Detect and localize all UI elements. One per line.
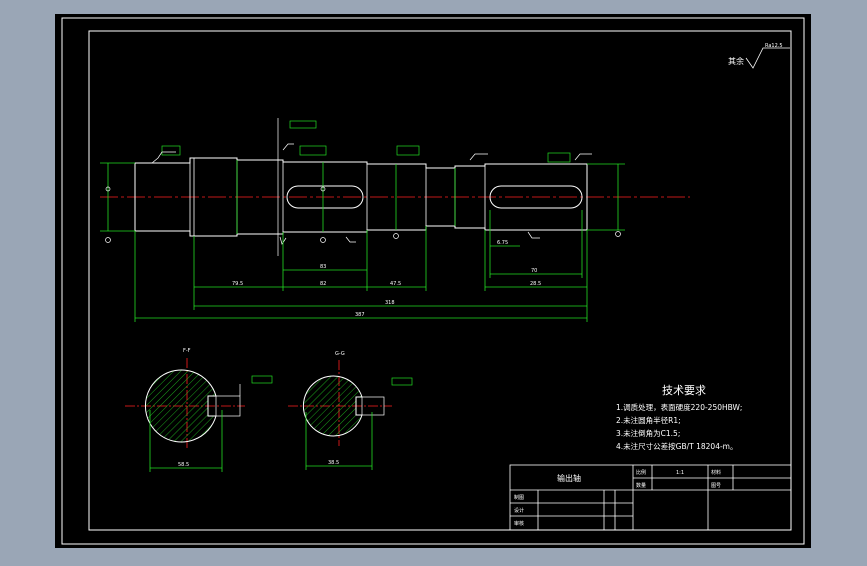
section-a-outline: [144, 369, 217, 443]
ratio-label: 比例: [636, 469, 646, 476]
roughness-marks: [151, 118, 592, 256]
drawing-no-label: 图号: [711, 483, 721, 489]
tech-requirements: 技术要求 1.调质处理，表面硬度220-250HBW; 2.未注圆角半径R1; …: [616, 384, 742, 451]
diameter-dims: [100, 160, 625, 234]
drawn-label: 制图: [514, 494, 524, 501]
material-label: 材料: [711, 469, 721, 476]
datum-markers: [105, 186, 621, 243]
tech-req-item-4: 4.未注尺寸公差按GB/T 18204-m。: [616, 441, 737, 451]
roughness-note-value: Ra12.5: [765, 43, 783, 49]
part-name: 输出轴: [557, 473, 581, 483]
tech-req-item-1: 1.调质处理，表面硬度220-250HBW;: [616, 402, 742, 412]
dim-d9: 6.75: [497, 240, 508, 246]
inner-frame: [88, 30, 792, 531]
keyway-right: [489, 185, 583, 209]
tech-req-title: 技术要求: [662, 384, 706, 397]
length-dims: [134, 210, 588, 322]
dim-d1: 79.5: [232, 281, 243, 287]
review-label: 审核: [514, 520, 524, 527]
dim-d4: 47.5: [390, 281, 401, 287]
roughness-note-text: 其余: [728, 56, 744, 66]
section-view-b: G-G 38.5: [288, 351, 413, 470]
keyway-left: [286, 185, 364, 209]
title-block-text: 输出轴 比例 1:1 数量 材料 图号 制图 设计 审核: [514, 469, 721, 527]
qty-label: 数量: [636, 482, 646, 489]
design-label: 设计: [514, 507, 524, 514]
title-block: [509, 464, 792, 531]
dim-d7: 318: [385, 300, 395, 306]
section-b-dim: 38.5: [328, 460, 339, 466]
sheet-background: [55, 14, 811, 548]
shaft-main-view: 79.5 83 82 47.5 28.5 70 318 387 6.75: [100, 118, 690, 322]
dim-d8: 387: [355, 312, 365, 318]
roughness-symbol-icon: [745, 47, 790, 69]
dim-d3: 82: [320, 281, 326, 287]
dim-d5: 28.5: [530, 281, 541, 287]
section-b-outline: [302, 375, 363, 437]
roughness-note: 其余 Ra12.5: [728, 43, 790, 69]
tech-req-item-2: 2.未注圆角半径R1;: [616, 415, 681, 425]
outer-border: [61, 17, 805, 545]
ratio-value: 1:1: [676, 470, 684, 476]
section-b-label: G-G: [335, 351, 345, 357]
section-a-label: F-F: [183, 348, 191, 354]
dim-d2: 83: [320, 264, 326, 270]
section-view-a: F-F 58.5: [125, 348, 273, 472]
section-a-dim: 58.5: [178, 462, 189, 468]
tech-req-item-3: 3.未注倒角为C1.5;: [616, 428, 680, 438]
tolerance-frames: [161, 120, 571, 163]
dim-d6: 70: [531, 268, 537, 274]
